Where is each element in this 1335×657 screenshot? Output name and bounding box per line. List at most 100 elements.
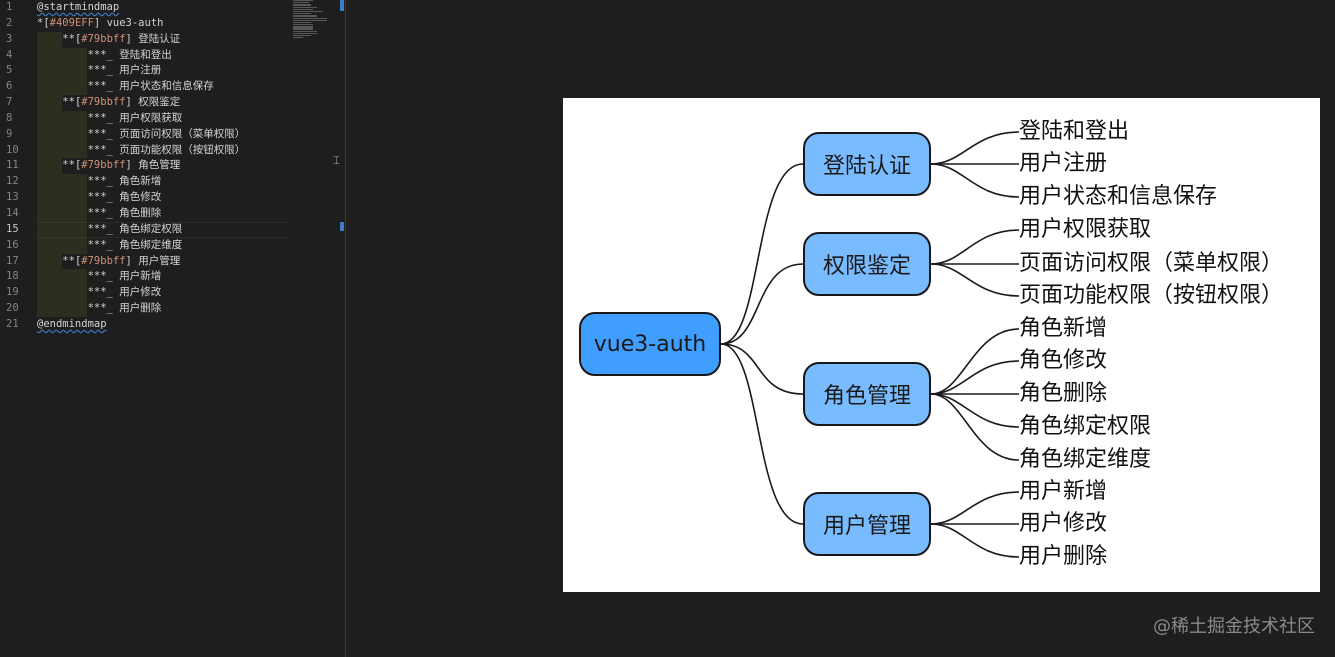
line-number: 6	[6, 80, 13, 93]
line-number: 19	[6, 286, 19, 299]
indent-guide	[37, 110, 87, 127]
indent-guide	[37, 237, 87, 254]
mindmap-leaf: 用户删除	[1019, 544, 1108, 569]
code-line[interactable]: ***_ 用户状态和信息保存	[37, 79, 287, 96]
indent-guide	[37, 158, 62, 175]
line-number: 8	[6, 111, 13, 124]
line-number-gutter: 1 2 3 4 5 6 7 8 9 10 11 12 13 14 15 16 1…	[0, 0, 30, 333]
code-lines[interactable]: @startmindmap *[#409EFF] vue3-auth **[#7…	[37, 0, 287, 333]
watermark: @稀土掘金技术社区	[1153, 616, 1315, 637]
code-line[interactable]: ***_ 用户修改	[37, 285, 287, 302]
mindmap-root-node: vue3-auth	[579, 312, 721, 376]
code-line[interactable]: ***_ 页面访问权限（菜单权限）	[37, 126, 287, 143]
code-line-active[interactable]: ***_ 角色绑定权限	[37, 221, 287, 238]
mindmap-branch-node: 用户管理	[803, 492, 931, 556]
connector-leaf	[930, 131, 1020, 165]
code-line[interactable]: ***_ 登陆和登出	[37, 47, 287, 64]
indent-guide	[37, 126, 87, 143]
connector-root-branch-2	[720, 263, 804, 345]
mindmap-leaf: 角色修改	[1019, 348, 1108, 373]
indent-guide	[37, 174, 87, 191]
connector-leaf	[930, 393, 1020, 428]
line-number: 16	[6, 238, 19, 251]
line-number: 21	[6, 317, 19, 330]
code-line[interactable]: **[#79bbff] 用户管理	[37, 253, 287, 270]
mindmap-leaf: 角色绑定维度	[1019, 447, 1152, 472]
line-number: 4	[6, 48, 13, 61]
line-number: 12	[6, 175, 19, 188]
code-line[interactable]: ***_ 用户删除	[37, 301, 287, 317]
indent-guide	[37, 190, 87, 206]
line-number: 13	[6, 191, 19, 204]
indent-guide	[37, 79, 87, 96]
code-line[interactable]: ***_ 用户注册	[37, 63, 287, 80]
indent-guide	[37, 205, 87, 222]
scrollbar-marker[interactable]	[340, 0, 344, 11]
line-number: 14	[6, 206, 19, 219]
connector-leaf	[930, 263, 1020, 297]
line-number-active: 15	[6, 222, 19, 235]
indent-guide	[37, 95, 62, 111]
mindmap-leaf: 用户注册	[1019, 151, 1108, 176]
mindmap-leaf: 页面功能权限（按钮权限）	[1019, 283, 1284, 308]
mindmap-branch-node: 权限鉴定	[803, 232, 931, 296]
code-line[interactable]: **[#79bbff] 登陆认证	[37, 31, 287, 48]
line-number: 17	[6, 254, 19, 267]
line-number: 18	[6, 270, 19, 283]
line-number: 3	[6, 32, 13, 45]
mindmap-leaf: 用户修改	[1019, 511, 1108, 536]
line-number: 2	[6, 16, 13, 29]
line-number: 20	[6, 302, 19, 315]
connector-root-branch-1	[720, 163, 804, 345]
code-line[interactable]: ***_ 角色删除	[37, 205, 287, 222]
text-cursor-icon: ⌶	[333, 154, 340, 167]
mindmap-branch-node: 角色管理	[803, 362, 931, 426]
connector-leaf	[930, 328, 1020, 395]
code-line[interactable]: ***_ 角色绑定维度	[37, 237, 287, 254]
code-line[interactable]: ***_ 角色新增	[37, 174, 287, 191]
code-line[interactable]: ***_ 页面功能权限（按钮权限）	[37, 142, 287, 159]
mindmap-connectors	[720, 131, 1020, 558]
connector-leaf	[930, 163, 1020, 198]
mindmap-preview: vue3-auth 登陆认证 权限鉴定 角色管理 用户管理 登陆和登出 用户注册…	[563, 98, 1320, 592]
indent-guide	[37, 269, 87, 286]
indent-guide	[37, 31, 62, 48]
scrollbar-marker[interactable]	[340, 222, 344, 231]
indent-guide	[37, 301, 87, 317]
mindmap-leaf: 用户权限获取	[1019, 217, 1152, 242]
indent-guide	[37, 63, 87, 80]
line-number: 7	[6, 96, 13, 109]
code-line[interactable]: ***_ 角色修改	[37, 190, 287, 206]
indent-guide	[37, 253, 62, 270]
pane-divider[interactable]	[345, 0, 346, 657]
connector-leaf	[930, 523, 1020, 558]
minimap[interactable]	[293, 0, 337, 45]
line-number: 11	[6, 159, 19, 172]
line-number: 10	[6, 143, 19, 156]
indent-guide	[37, 142, 87, 159]
code-line[interactable]: **[#79bbff] 权限鉴定	[37, 95, 287, 111]
code-line[interactable]: ***_ 用户权限获取	[37, 110, 287, 127]
line-number: 1	[6, 1, 13, 13]
code-line[interactable]: @endmindmap	[37, 317, 107, 330]
code-line[interactable]: ***_ 用户新增	[37, 269, 287, 286]
connector-leaf	[930, 393, 1020, 461]
connector-leaf	[930, 229, 1020, 265]
indent-guide	[37, 221, 87, 238]
mindmap-leaf: 登陆和登出	[1019, 119, 1130, 144]
mindmap-leaf: 用户新增	[1019, 479, 1108, 504]
mindmap-branch-node: 登陆认证	[803, 132, 931, 196]
code-editor[interactable]: 1 2 3 4 5 6 7 8 9 10 11 12 13 14 15 16 1…	[0, 0, 345, 657]
connector-root-branch-4	[720, 343, 804, 525]
mindmap-leaf: 角色删除	[1019, 381, 1108, 406]
connector-leaf	[930, 491, 1020, 525]
mindmap-leaf: 角色绑定权限	[1019, 414, 1152, 439]
indent-guide	[37, 47, 87, 64]
code-line[interactable]: *[#409EFF] vue3-auth	[37, 16, 164, 29]
mindmap-leaf: 页面访问权限（菜单权限）	[1019, 251, 1284, 276]
code-line[interactable]: @startmindmap	[37, 1, 120, 13]
indent-guide	[37, 285, 87, 302]
code-line[interactable]: **[#79bbff] 角色管理	[37, 158, 287, 175]
line-number: 9	[6, 127, 13, 140]
mindmap-leaf: 用户状态和信息保存	[1019, 184, 1218, 209]
